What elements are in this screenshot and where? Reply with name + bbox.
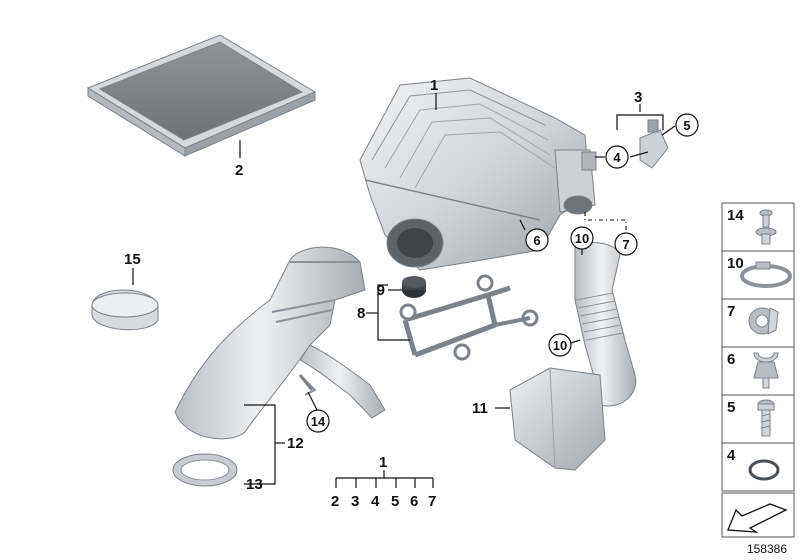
- side-panel-cell-4: [721, 442, 795, 492]
- callout-2: 2: [235, 162, 243, 179]
- group-legend-child-4: 4: [371, 493, 380, 510]
- group-legend-child-7: 7: [428, 493, 436, 510]
- callout-10b: 10: [553, 338, 567, 353]
- callout-5: 5: [683, 118, 690, 133]
- callout-labels: 1 2 3 4 5 6 7 8 9 10 10 11 12 13 14 15: [124, 77, 699, 493]
- side-panel-num-6: 6: [727, 351, 735, 368]
- hose-clamp-icon: [740, 261, 792, 288]
- callout-14-circle: [306, 409, 330, 433]
- grommet-clip-icon: [748, 307, 779, 335]
- callout-1: 1: [430, 77, 438, 94]
- leader-lines: [132, 93, 676, 488]
- callout-14: 14: [311, 414, 326, 429]
- callout-7-circle: [614, 232, 638, 256]
- callout-10a: 10: [575, 231, 589, 246]
- callout-10a-circle: [570, 226, 594, 250]
- callout-8: 8: [357, 305, 365, 322]
- group-legend: 1 2 3 4 5 6 7: [331, 454, 436, 510]
- callout-7: 7: [622, 237, 629, 252]
- group-legend-parent: 1: [379, 454, 387, 471]
- expanding-rivet-icon: [755, 209, 777, 245]
- callout-12: 12: [287, 435, 304, 452]
- bracket: [399, 274, 539, 361]
- document-number: 158386: [747, 542, 787, 556]
- side-panel-cell-14: [721, 202, 795, 252]
- callout-4: 4: [613, 150, 621, 165]
- callout-5-circle: [675, 113, 699, 137]
- group-legend-child-5: 5: [391, 493, 399, 510]
- side-panel-num-7: 7: [727, 303, 735, 320]
- intake-silencer-housing: [359, 77, 597, 271]
- side-panel-cell-10: [721, 250, 795, 300]
- cover-cap: [91, 289, 159, 331]
- callout-4-circle: [605, 145, 629, 169]
- small-parts-panel: 14 10 7 6 5: [721, 202, 795, 538]
- side-panel-num-4: 4: [727, 447, 736, 464]
- side-panel-num-10: 10: [727, 255, 744, 272]
- group-legend-child-2: 2: [331, 493, 339, 510]
- callout-9: 9: [377, 282, 385, 299]
- holder-clip-icon: [753, 352, 779, 389]
- group-legend-child-3: 3: [351, 493, 359, 510]
- screw-icon: [757, 399, 775, 437]
- callout-11: 11: [472, 400, 488, 417]
- side-panel-num-5: 5: [727, 399, 735, 416]
- duct-bracket-hook: [298, 374, 314, 391]
- duct-seal: [172, 453, 238, 487]
- o-ring-icon: [748, 459, 780, 481]
- callout-3: 3: [634, 89, 642, 106]
- callout-6: 6: [533, 233, 540, 248]
- group-legend-child-6: 6: [410, 493, 418, 510]
- rubber-grommet: [402, 276, 426, 298]
- callout-13: 13: [246, 476, 263, 493]
- intake-duct: [174, 246, 386, 440]
- resonator: [509, 367, 606, 471]
- callout-15: 15: [124, 251, 141, 268]
- side-panel-num-14: 14: [727, 207, 744, 224]
- direction-arrow-icon: [727, 503, 788, 533]
- air-mass-sensor: [639, 119, 669, 169]
- air-filter-element: [86, 34, 317, 157]
- callout-10b-circle: [548, 333, 572, 357]
- callout-6-circle: [525, 228, 549, 252]
